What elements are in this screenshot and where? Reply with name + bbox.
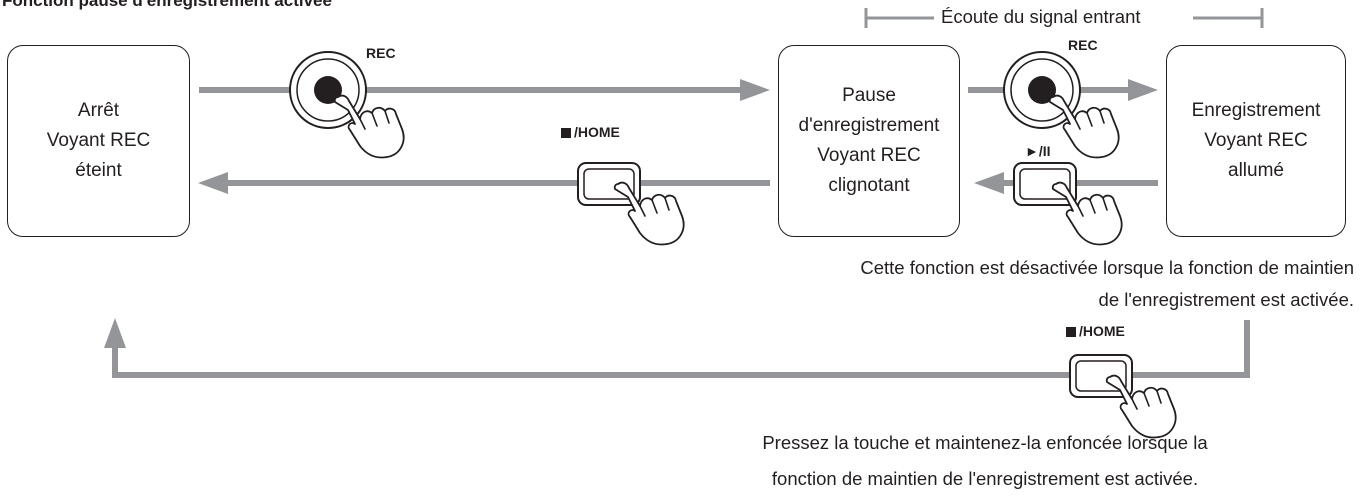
note-hold-line-1: Pressez la touche et maintenez-la enfonc…: [762, 432, 1208, 453]
state-recording-line-2: Voyant REC: [1204, 130, 1308, 151]
monitoring-bracket: [864, 8, 1264, 28]
state-record-pause: Pause d'enregistrement Voyant REC cligno…: [778, 45, 960, 237]
monitoring-label: Écoute du signal entrant: [941, 6, 1141, 27]
pointing-hand-icon: [1051, 181, 1123, 246]
note-disabled-line-1: Cette fonction est désactivée lorsque la…: [860, 257, 1354, 278]
pointing-hand-icon: [1048, 94, 1120, 159]
arrow-pause-to-stop: [198, 172, 770, 194]
state-pause-line-2: d'enregistrement: [798, 115, 940, 136]
state-recording-line-3: allumé: [1228, 160, 1284, 181]
diagram-title: Fonction pause d'enregistrement activée: [2, 0, 332, 10]
home-button-1-label: /HOME: [574, 124, 620, 140]
arrow-stop-to-pause: [199, 79, 770, 101]
state-recording: Enregistrement Voyant REC allumé: [1166, 45, 1346, 237]
rec-button-2-label: REC: [1068, 37, 1098, 53]
play-pause-button-label: ►/II: [1025, 143, 1051, 159]
note-hold-line-2: fonction de maintien de l'enregistrement…: [771, 468, 1199, 489]
stop-square-icon: [561, 128, 571, 138]
note-disabled-line-2: de l'enregistrement est activée.: [1098, 289, 1354, 310]
stop-square-icon: [1066, 327, 1076, 337]
state-pause-line-1: Pause: [842, 85, 896, 106]
home-button-2-label: /HOME: [1079, 323, 1125, 339]
state-pause-line-4: clignotant: [828, 175, 910, 196]
pointing-hand-icon: [333, 94, 405, 159]
arrow-recording-to-stop-hold: [104, 318, 1250, 378]
note-disabled: Cette fonction est désactivée lorsque la…: [860, 252, 1354, 316]
state-stop-line-1: Arrêt: [77, 100, 120, 121]
rec-button-1-label: REC: [366, 45, 396, 61]
state-stop-line-2: Voyant REC: [46, 130, 151, 151]
pointing-hand-icon: [613, 181, 685, 246]
state-stop: Arrêt Voyant REC éteint: [7, 45, 190, 237]
note-hold: Pressez la touche et maintenez-la enfonc…: [705, 425, 1265, 497]
state-stop-line-3: éteint: [75, 160, 122, 181]
state-pause-line-3: Voyant REC: [817, 145, 921, 166]
state-recording-line-1: Enregistrement: [1191, 100, 1321, 121]
